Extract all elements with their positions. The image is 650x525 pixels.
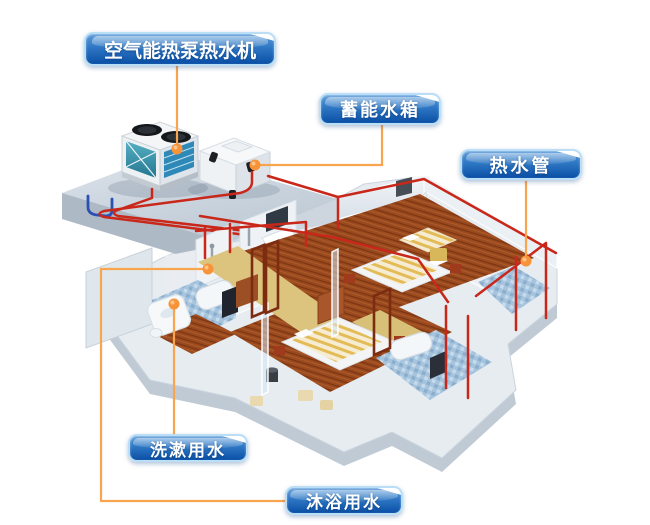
ottoman: [320, 400, 333, 410]
callout-storage-tank: [260, 125, 384, 167]
glass-partition: [261, 301, 269, 397]
bathtub: [389, 331, 433, 361]
callout-lines: [99, 66, 532, 503]
callout-dot: [168, 143, 532, 310]
label-bathing-water: 沐浴用水: [285, 486, 403, 515]
label-hot-water-pipe-text: 热水管: [489, 155, 553, 176]
label-heat-pump-text: 空气能热泵热水机: [103, 40, 256, 62]
glass-partition: [331, 247, 339, 339]
hallway-floor: [198, 246, 352, 344]
tv-panel: [222, 286, 238, 318]
armchair: [430, 248, 447, 261]
door-frames: [250, 239, 392, 357]
label-hot-water-pipe: 热水管: [460, 149, 582, 180]
label-heat-pump: 空气能热泵热水机: [84, 32, 276, 66]
furniture: [146, 227, 461, 410]
label-washing-water-text: 洗漱用水: [150, 440, 226, 460]
ottoman: [250, 396, 263, 406]
heat-pump-unit: [108, 121, 208, 198]
pipe-stub: [209, 151, 218, 163]
label-storage-tank: 蓄能水箱: [319, 93, 441, 125]
storage-tank: [188, 137, 280, 199]
bed: [398, 227, 458, 253]
label-washing-water: 洗漱用水: [128, 434, 248, 462]
right-bathroom-floor: [478, 266, 550, 314]
bed: [344, 249, 461, 293]
side-table: [266, 367, 278, 382]
hot-water-pipes: [194, 174, 558, 400]
ottoman: [298, 390, 313, 401]
vanity-dark: [430, 351, 446, 379]
label-storage-tank-text: 蓄能水箱: [340, 100, 420, 120]
roof-pipework: [86, 170, 256, 238]
callout-bathing-water: [99, 267, 285, 503]
toilet: [149, 328, 163, 338]
label-bathing-water-text: 沐浴用水: [306, 493, 382, 512]
